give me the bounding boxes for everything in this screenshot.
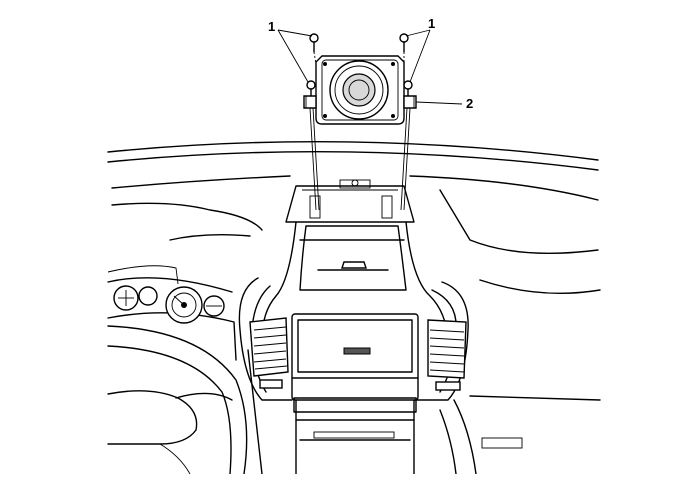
display-grille-icon	[343, 347, 371, 355]
right-vent-thumbwheel	[435, 381, 461, 391]
screw-upper-left	[309, 33, 319, 53]
speaker-dust-cap	[342, 73, 376, 107]
right-vent-assembly	[413, 281, 469, 401]
storage-latch-icon	[341, 261, 367, 269]
callout-label-1-right: 1	[428, 16, 435, 31]
center-display	[291, 313, 419, 475]
speaker-bracket-left	[303, 95, 317, 109]
screw-lower-left	[306, 80, 316, 97]
left-vent-assembly	[238, 277, 293, 401]
instrument-panel-speaker	[315, 55, 405, 125]
steering-wheel	[107, 325, 263, 475]
speaker-opening	[285, 179, 415, 223]
instrument-cluster	[107, 265, 237, 361]
speaker-bracket-right	[403, 95, 417, 109]
screw-lower-right	[403, 80, 413, 97]
left-vent-thumbwheel	[259, 379, 283, 389]
installation-guide-lines	[309, 51, 411, 211]
callout-label-2: 2	[466, 96, 473, 111]
dashboard-contours	[111, 189, 601, 295]
callout-label-1-left: 1	[268, 19, 275, 34]
right-air-vent	[427, 319, 467, 379]
screw-upper-right	[399, 33, 409, 53]
callout-leaders	[277, 29, 463, 105]
lower-console	[439, 395, 601, 475]
instrument-panel-top	[107, 141, 599, 201]
